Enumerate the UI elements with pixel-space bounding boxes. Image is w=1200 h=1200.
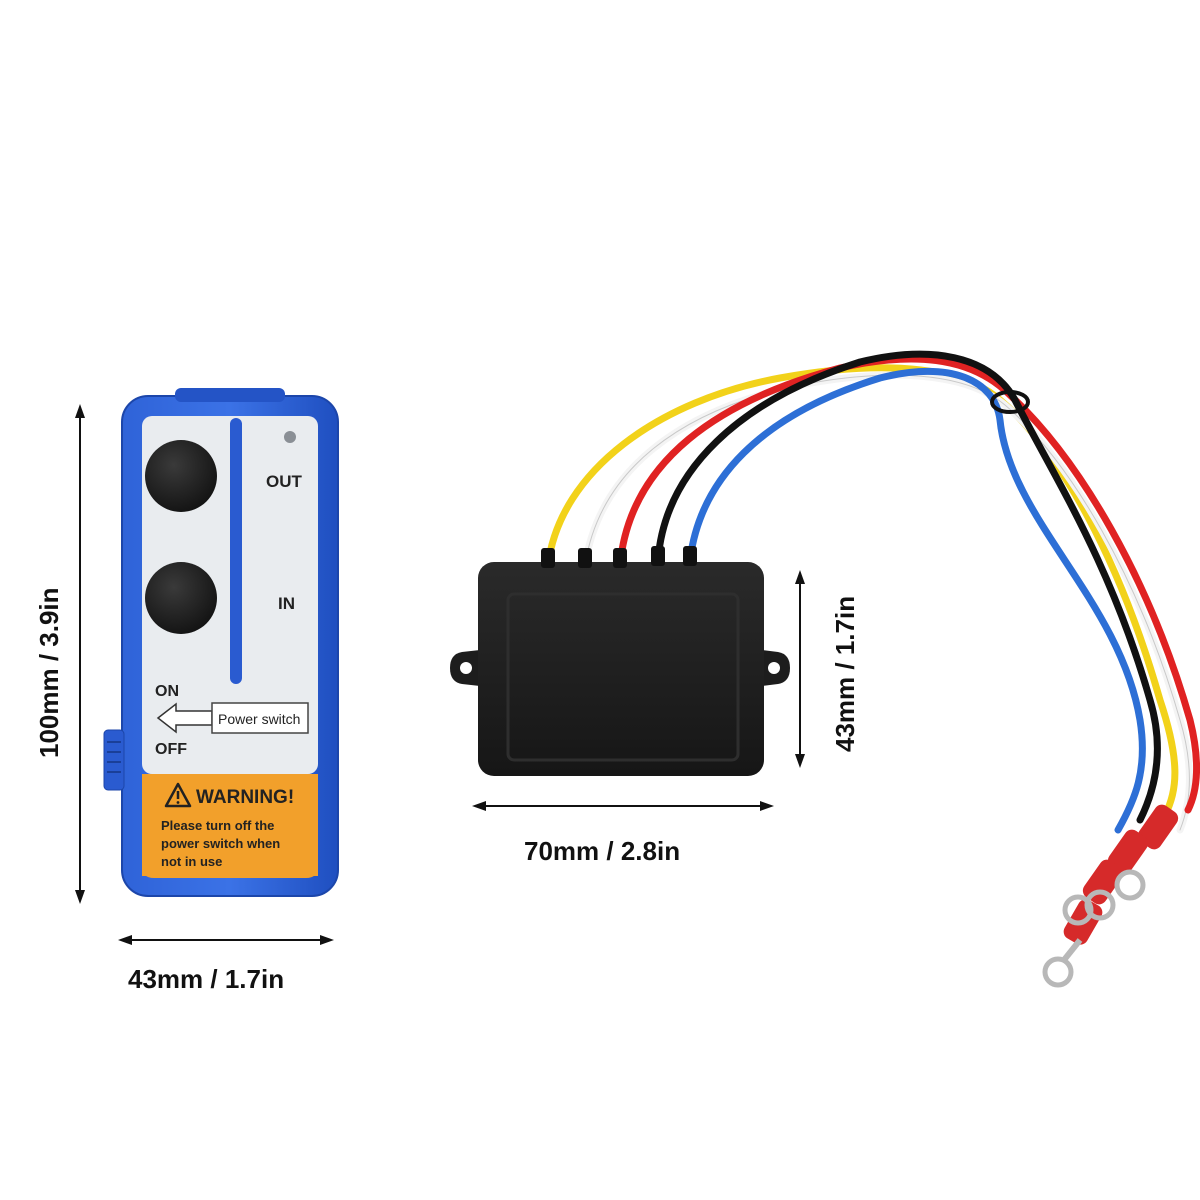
label-out: OUT: [266, 472, 303, 491]
label-in: IN: [278, 594, 295, 613]
receiver-height-label: 43mm / 1.7in: [830, 596, 860, 752]
power-switch-label: Power switch: [218, 711, 300, 727]
receiver-height-dimension: 43mm / 1.7in: [795, 570, 860, 768]
receiver-wires: [544, 350, 1200, 834]
remote-width-dimension: 43mm / 1.7in: [118, 935, 334, 994]
remote-top-nub: [175, 388, 285, 402]
remote-side-switch[interactable]: [103, 729, 125, 791]
remote-control: OUT IN ON OFF Power switch WARNING! Plea…: [103, 388, 339, 897]
ring-terminals: [1042, 804, 1179, 988]
remote-height-dimension: 100mm / 3.9in: [34, 404, 85, 904]
ring-terminal-3: [1062, 894, 1094, 926]
warning-line-1: Please turn off the: [161, 818, 274, 833]
remote-height-label: 100mm / 3.9in: [34, 587, 64, 758]
warning-title: WARNING!: [196, 787, 294, 808]
ring-terminal-4: [1042, 956, 1074, 988]
ring-terminal-1: [1114, 869, 1146, 901]
receiver-width-dimension: 70mm / 2.8in: [472, 801, 774, 866]
receiver-lid: [506, 592, 740, 762]
label-off: OFF: [155, 741, 187, 758]
power-switch-box: [211, 702, 309, 734]
warning-panel: [142, 774, 318, 876]
label-on: ON: [155, 683, 179, 700]
receiver-width-label: 70mm / 2.8in: [524, 836, 680, 866]
ring-terminal-2: [1084, 889, 1116, 921]
warning-line-2: power switch when: [161, 836, 280, 851]
remote-divider: [230, 418, 242, 684]
remote-width-label: 43mm / 1.7in: [128, 964, 284, 994]
warning-line-3: not in use: [161, 854, 222, 869]
wire-black: [654, 350, 1161, 824]
wire-blue: [686, 367, 1146, 834]
warning-triangle-icon: [164, 782, 192, 808]
cable-tie: [990, 390, 1030, 414]
led-indicator-icon: [284, 431, 296, 443]
warning-bottom-round: [142, 860, 318, 878]
receiver-box: [450, 546, 790, 776]
out-button[interactable]: [145, 440, 217, 512]
in-button[interactable]: [145, 562, 217, 634]
receiver-body: [478, 562, 764, 776]
